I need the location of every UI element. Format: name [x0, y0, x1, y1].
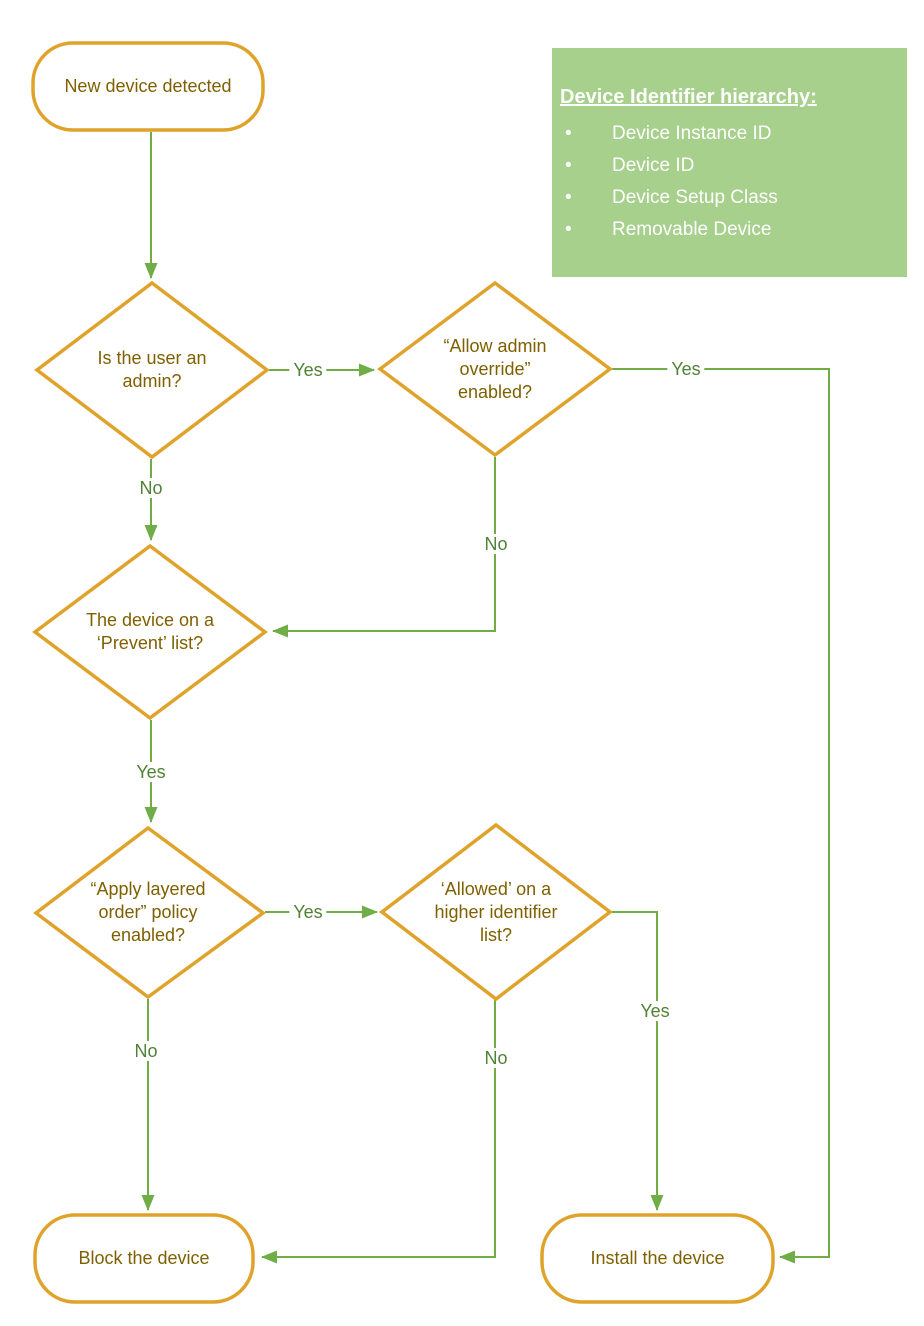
info-item-text: Removable Device [612, 219, 772, 240]
decision-allowed-line2: higher identifier [434, 902, 558, 922]
info-item-text: Device Instance ID [612, 123, 772, 144]
terminal-start-label: New device detected [33, 43, 263, 130]
decision-allowed-shape [379, 822, 613, 1002]
bullet-icon: • [565, 219, 572, 240]
info-item-text: Device Setup Class [612, 187, 778, 208]
decision-layered-label: “Apply layered order” policy enabled? [48, 878, 248, 947]
terminal-install-shape [540, 1213, 775, 1304]
edge-label-override-no: No [480, 534, 512, 554]
list-item: • Device Instance ID [560, 118, 897, 150]
edge-label-prevent-yes: Yes [132, 762, 170, 782]
edge-label-layered-yes: Yes [289, 902, 327, 922]
decision-layered-shape [33, 825, 266, 1000]
decision-admin-shape [34, 280, 270, 460]
terminal-start-text: New device detected [64, 76, 232, 96]
list-item: • Removable Device [560, 214, 897, 246]
decision-override-line2: override” [459, 359, 531, 379]
decision-override-shape [377, 280, 613, 458]
edge-allowed-yes [612, 911, 664, 1211]
decision-override-line3: enabled? [457, 382, 533, 402]
bullet-icon: • [565, 187, 572, 208]
decision-prevent-line1: The device on a [85, 610, 215, 630]
decision-layered-line1: “Apply layered [90, 879, 206, 899]
list-item: • Device ID [560, 150, 897, 182]
edge-label-layered-no: No [130, 1041, 162, 1061]
terminal-start-shape [31, 41, 265, 132]
decision-allowed-line1: ‘Allowed’ on a [440, 879, 552, 899]
device-identifier-hierarchy-box: Device Identifier hierarchy: • Device In… [552, 48, 907, 277]
edge-override-no [272, 457, 496, 638]
edge-label-admin-yes: Yes [289, 360, 327, 380]
edge-override-yes [612, 368, 830, 1264]
info-box-title: Device Identifier hierarchy: [560, 86, 817, 108]
decision-prevent-line2: ‘Prevent’ list? [96, 633, 204, 653]
decision-prevent-label: The device on a ‘Prevent’ list? [50, 586, 250, 678]
decision-admin-line2: admin? [122, 371, 182, 391]
decision-override-label: “Allow admin override” enabled? [395, 335, 595, 404]
decision-admin-label: Is the user an admin? [52, 324, 252, 416]
edge-label-admin-no: No [135, 478, 167, 498]
decision-allowed-line3: list? [479, 925, 512, 945]
edge-label-allowed-yes: Yes [636, 1001, 674, 1021]
bullet-icon: • [565, 123, 572, 144]
edge-label-override-yes: Yes [667, 359, 705, 379]
edge-allowed-no [261, 1000, 496, 1264]
terminal-block-label: Block the device [35, 1215, 253, 1302]
decision-allowed-label: ‘Allowed’ on a higher identifier list? [396, 878, 596, 947]
bullet-icon: • [565, 155, 572, 176]
edge-label-allowed-no: No [480, 1048, 512, 1068]
terminal-install-text: Install the device [590, 1248, 725, 1268]
info-item-text: Device ID [612, 155, 695, 176]
decision-layered-line2: order” policy [98, 902, 198, 922]
terminal-install-label: Install the device [542, 1215, 773, 1302]
decision-admin-line1: Is the user an [97, 348, 207, 368]
decision-layered-line3: enabled? [110, 925, 186, 945]
list-item: • Device Setup Class [560, 182, 897, 214]
decision-prevent-shape [32, 543, 268, 721]
terminal-block-text: Block the device [78, 1248, 210, 1268]
decision-override-line1: “Allow admin [443, 336, 547, 356]
terminal-block-shape [33, 1213, 255, 1304]
